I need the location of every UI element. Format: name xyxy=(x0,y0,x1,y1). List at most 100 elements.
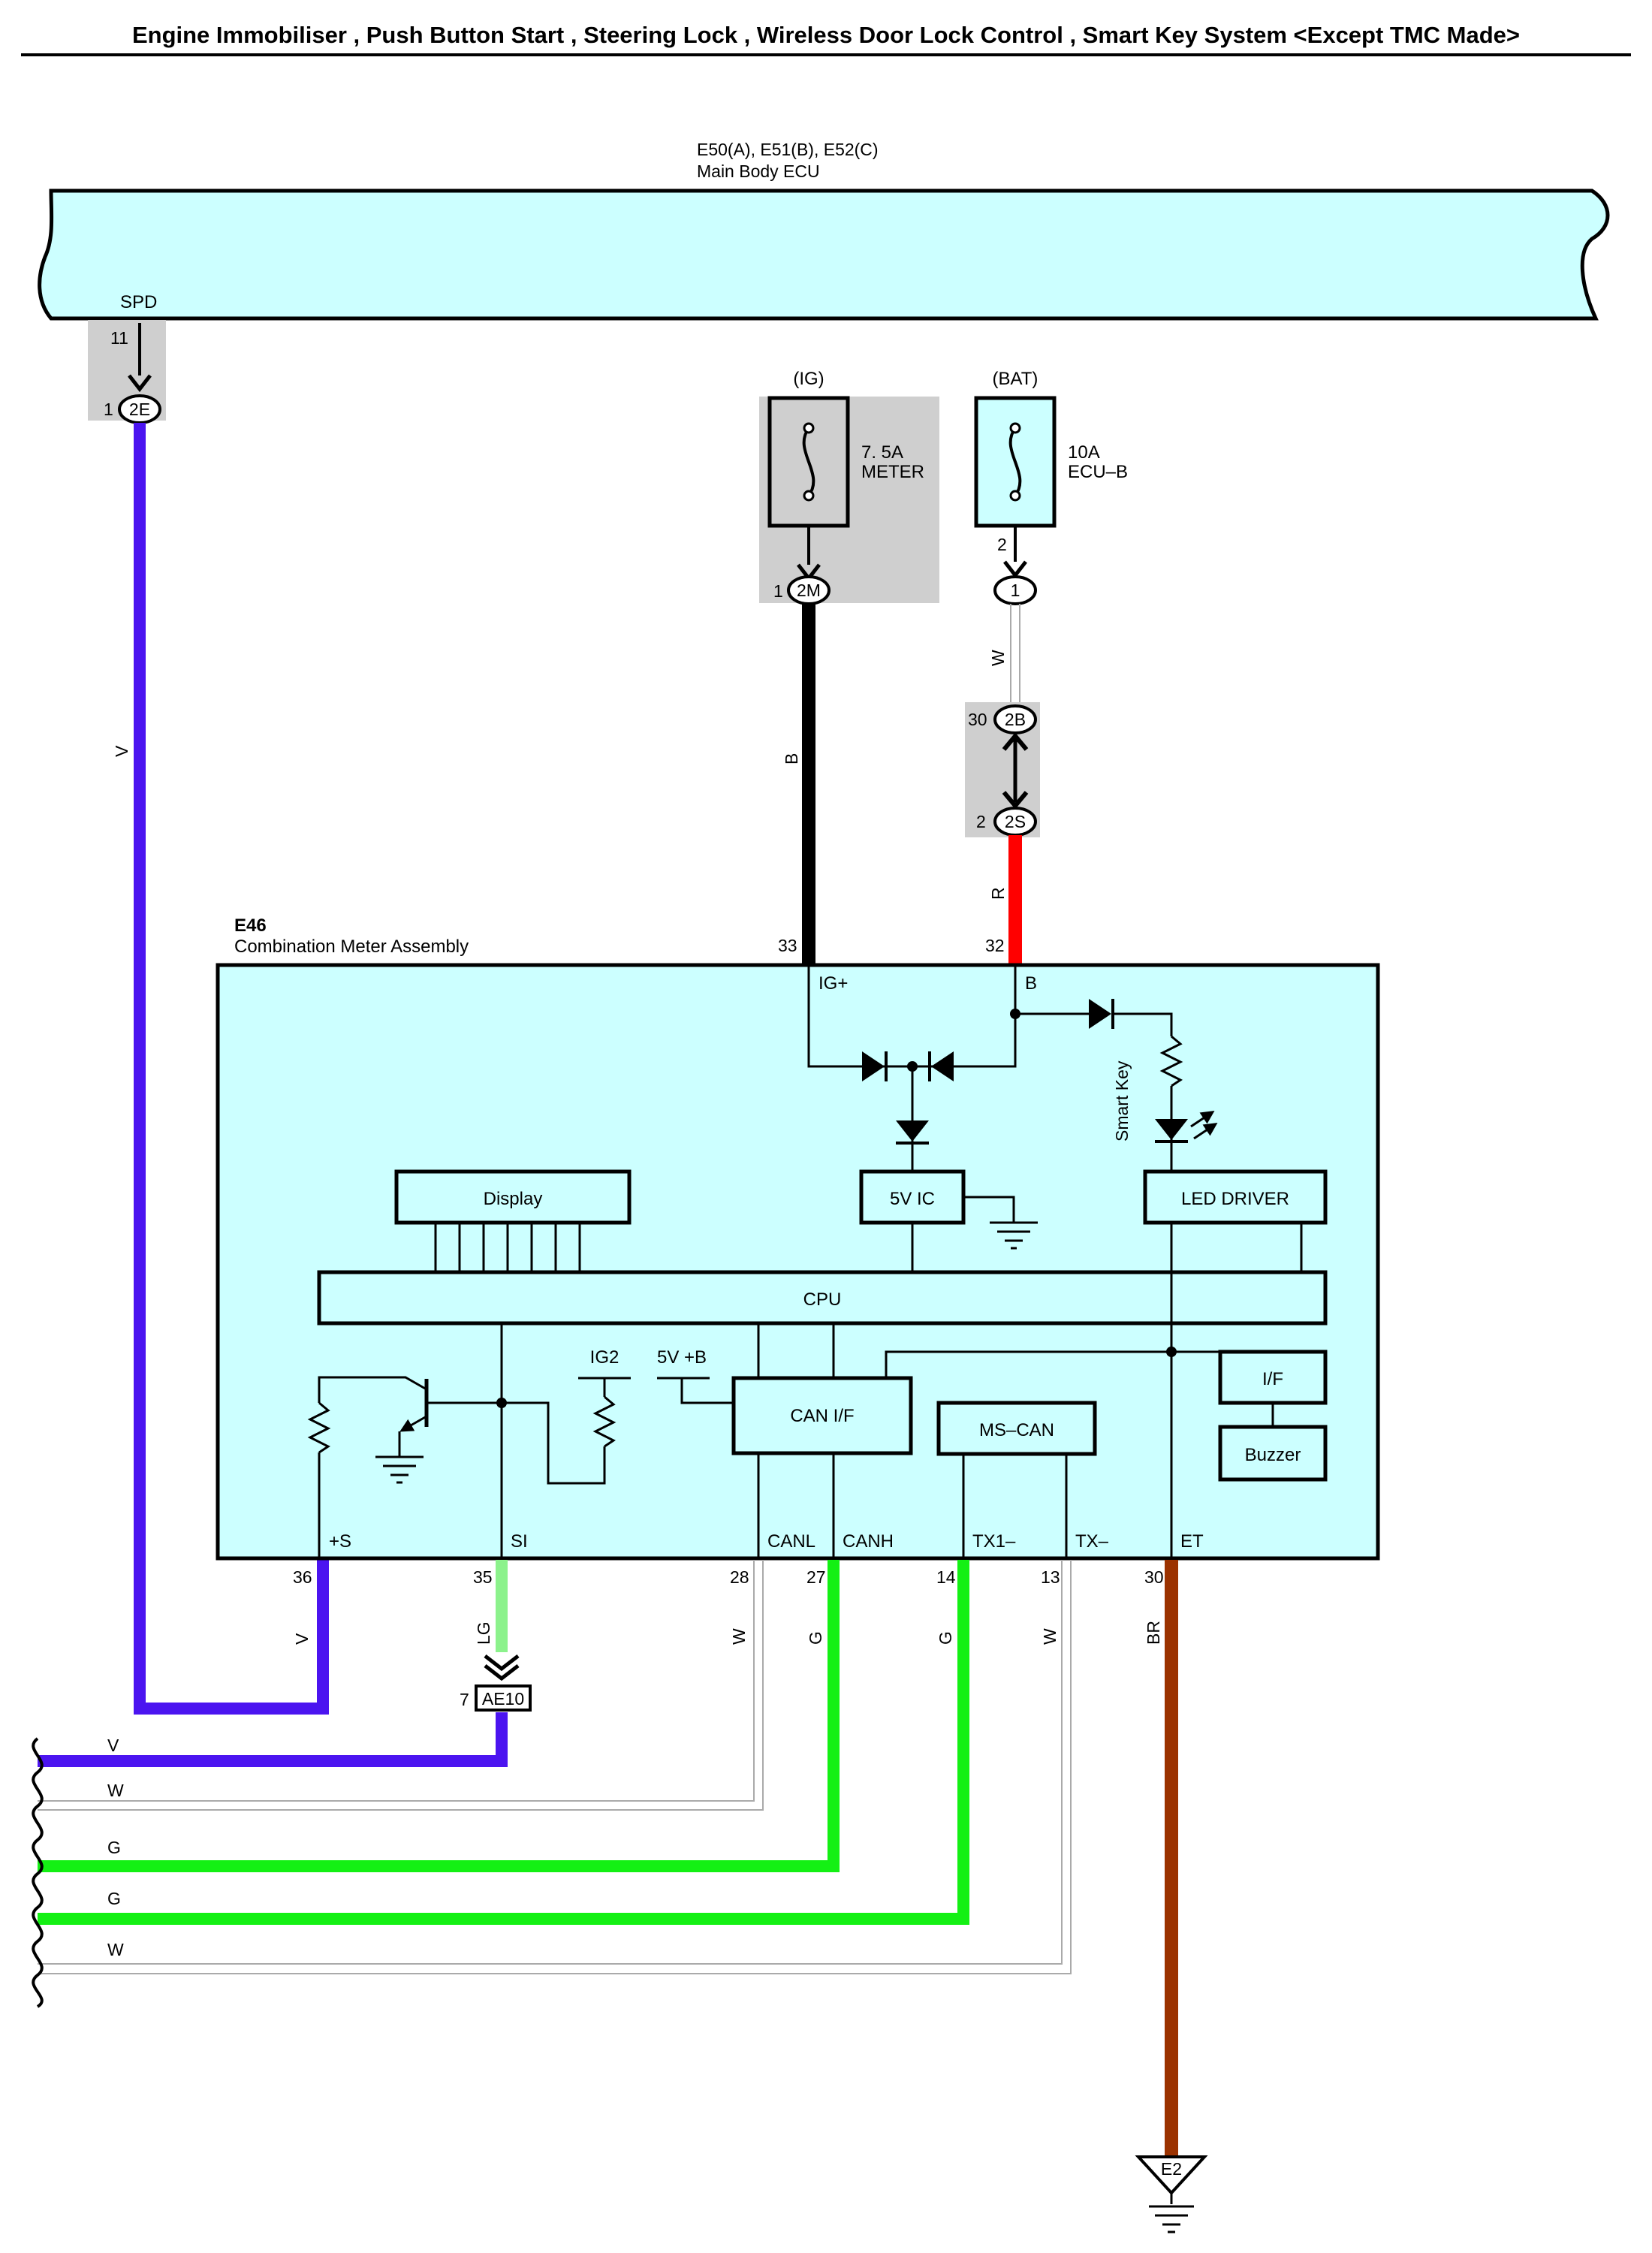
ms-can-label: MS–CAN xyxy=(979,1420,1054,1440)
fuse-bat-source: (BAT) xyxy=(993,369,1039,389)
wire-tx-white xyxy=(38,1560,1072,1974)
led-driver-label: LED DRIVER xyxy=(1181,1189,1289,1209)
wire-label-bat-r: R xyxy=(988,887,1008,900)
spd-arrow xyxy=(128,374,152,393)
harness-break xyxy=(32,1737,44,2008)
harness-label-5: W xyxy=(107,1940,124,1959)
display-block xyxy=(394,1169,632,1225)
led-driver-block xyxy=(1143,1169,1328,1225)
ae10-arrow xyxy=(484,1654,520,1681)
c2M-pin: 1 xyxy=(773,581,783,601)
if-label: I/F xyxy=(1262,1369,1283,1389)
transistor-ground-icon xyxy=(375,1455,424,1484)
pin-36: 36 xyxy=(293,1567,312,1587)
led-chain-line xyxy=(1114,1012,1173,1036)
meter-top-pin-32: 32 xyxy=(985,936,1005,955)
splice-arrow-down xyxy=(1002,791,1029,810)
display-label: Display xyxy=(484,1189,543,1209)
diode-led-feed xyxy=(1089,999,1111,1029)
led-emission-arrow-2 xyxy=(1193,1123,1218,1140)
terminal-et: ET xyxy=(1180,1531,1204,1552)
connector-AE10 xyxy=(475,1684,532,1712)
ecu-name: Main Body ECU xyxy=(697,161,820,181)
v5b-line xyxy=(680,1378,734,1404)
terminal-igplus: IG+ xyxy=(818,973,848,994)
wire-canh-green xyxy=(38,1560,840,1872)
terminal-plus-s: +S xyxy=(329,1531,351,1552)
c2S-id: 2S xyxy=(1005,812,1026,831)
ic5v-label: 5V IC xyxy=(890,1189,935,1209)
display-bus xyxy=(434,1223,581,1272)
c2M-id: 2M xyxy=(797,581,821,600)
meter-top-pin-33: 33 xyxy=(778,936,797,955)
buzzer-block xyxy=(1218,1425,1328,1482)
terminal-tx: TX– xyxy=(1075,1531,1109,1552)
cAE10-id: AE10 xyxy=(482,1689,524,1709)
if-block xyxy=(1218,1350,1328,1405)
meter-name: Combination Meter Assembly xyxy=(234,936,469,957)
smart-key-label: Smart Key xyxy=(1112,1060,1132,1142)
v5b-label: 5V +B xyxy=(657,1347,707,1368)
fuse-bat-rating: 10A xyxy=(1068,442,1100,463)
wire-tx-white-edge-1 xyxy=(38,1560,1063,1965)
c2B-pin: 30 xyxy=(968,710,987,729)
wire-label-canl: W xyxy=(729,1628,749,1645)
wire-label-spd: V xyxy=(112,745,131,757)
fuse-bat-symbol xyxy=(1008,427,1022,497)
diode-b xyxy=(931,1051,954,1081)
can-if-block xyxy=(731,1376,913,1455)
c2S-pin: 2 xyxy=(976,812,986,831)
pin-30: 30 xyxy=(1144,1567,1164,1587)
transistor-collector xyxy=(318,1376,427,1403)
c2B-id: 2B xyxy=(1005,710,1026,729)
wire-label-bat-w: W xyxy=(988,650,1008,666)
fuse-bat-name: ECU–B xyxy=(1068,462,1128,482)
c2E-id: 2E xyxy=(129,400,150,419)
connector-1 xyxy=(993,575,1037,605)
terminal-canh: CANH xyxy=(843,1531,894,1552)
diode-ig xyxy=(862,1051,885,1081)
wire-spd-violet xyxy=(134,423,329,1715)
harness-label-2: W xyxy=(107,1781,124,1800)
can-if-label: CAN I/F xyxy=(790,1406,854,1426)
fuse-ig-symbol xyxy=(802,427,815,497)
wire-tx1-green xyxy=(38,1560,969,1925)
terminal-si: SI xyxy=(511,1531,528,1552)
wire-label-canh: G xyxy=(806,1631,825,1645)
wire-label-tx1: G xyxy=(936,1631,955,1645)
splice-arrow-up xyxy=(1002,732,1029,751)
ecu-terminal-spd: SPD xyxy=(120,292,157,312)
ig-internal-line xyxy=(807,967,862,1068)
c1-id: 1 xyxy=(1011,581,1020,600)
ic5v-ground-line xyxy=(963,1196,1015,1223)
ground-e2 xyxy=(1135,2155,1208,2195)
transistor-emitter xyxy=(399,1415,427,1432)
ic5v-ground-icon xyxy=(990,1221,1038,1250)
wire-label-et: BR xyxy=(1144,1621,1163,1645)
harness-label-1: V xyxy=(107,1736,119,1755)
cpu-label: CPU xyxy=(803,1289,842,1310)
meter-code: E46 xyxy=(234,915,267,936)
harness-label-4: G xyxy=(107,1889,121,1908)
plus-s-resistor xyxy=(307,1401,331,1454)
ms-can-block xyxy=(936,1401,1097,1456)
pin-13: 13 xyxy=(1041,1567,1060,1587)
spd-pin: 11 xyxy=(110,328,128,348)
ig2-return-line xyxy=(502,1401,606,1485)
pin-28: 28 xyxy=(730,1567,749,1587)
ig2-label: IG2 xyxy=(590,1347,620,1368)
pin-14: 14 xyxy=(936,1567,956,1587)
page-title: Engine Immobiliser , Push Button Start ,… xyxy=(132,22,1520,48)
fuse-ig-name: METER xyxy=(861,462,924,482)
led-emission-arrow-1 xyxy=(1190,1111,1215,1128)
wire-label-si: LG xyxy=(474,1621,493,1645)
fuse-bat-arrow xyxy=(1003,560,1027,579)
harness-label-3: G xyxy=(107,1838,121,1857)
pin-27: 27 xyxy=(806,1567,826,1587)
pin-35: 35 xyxy=(473,1567,493,1587)
buzzer-label: Buzzer xyxy=(1245,1445,1301,1465)
cpu-block xyxy=(317,1270,1328,1326)
wire-harness-violet xyxy=(38,1712,508,1767)
smart-key-led xyxy=(1155,1119,1188,1140)
